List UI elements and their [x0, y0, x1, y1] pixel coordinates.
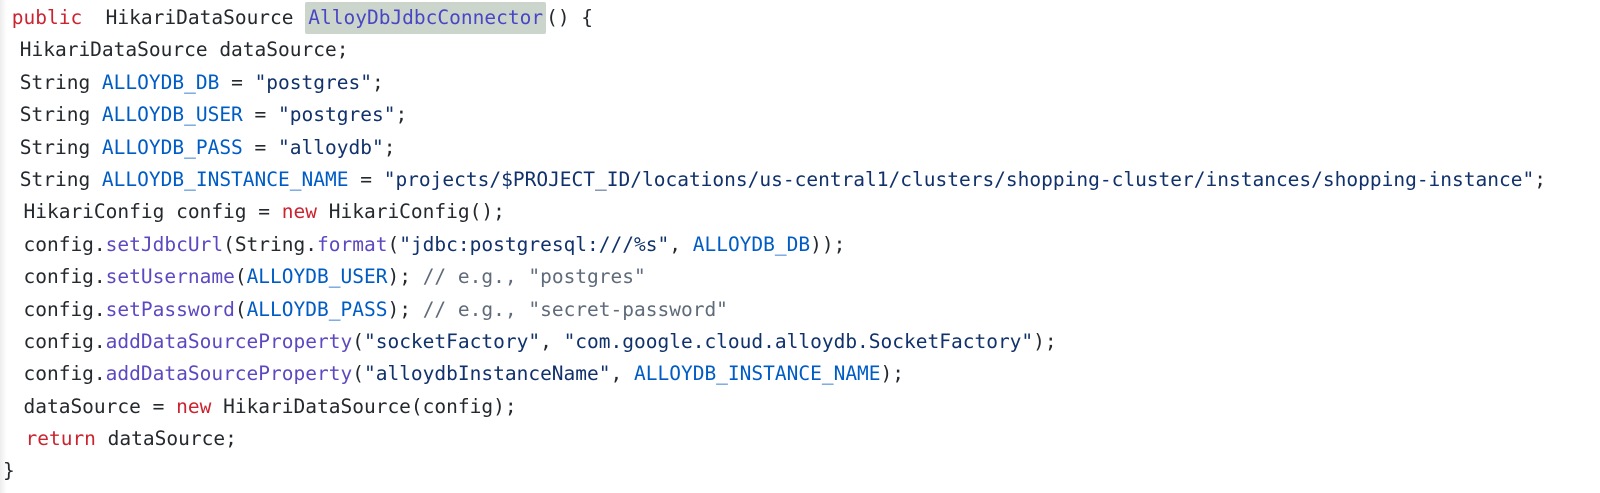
- code-token: // e.g., "postgres": [422, 265, 646, 289]
- code-token: "socketFactory": [363, 329, 541, 353]
- code-token: );: [387, 297, 423, 321]
- code-token: config.: [0, 265, 106, 289]
- code-token: =: [348, 167, 384, 191]
- code-line: dataSource = new HikariDataSource(config…: [0, 391, 1600, 423]
- code-line: config.addDataSourceProperty("socketFact…: [0, 326, 1600, 358]
- code-line: HikariDataSource dataSource;: [0, 34, 1600, 66]
- code-token: "com.google.cloud.alloydb.SocketFactory": [563, 329, 1034, 353]
- code-line: HikariConfig config = new HikariConfig()…: [0, 196, 1600, 228]
- code-token: HikariConfig config =: [0, 200, 282, 224]
- code-token: HikariConfig();: [317, 200, 505, 224]
- code-token: (: [234, 297, 247, 321]
- code-token: config.: [0, 329, 106, 353]
- code-line: String ALLOYDB_PASS = "alloydb";: [0, 132, 1600, 164]
- code-line: String ALLOYDB_USER = "postgres";: [0, 99, 1600, 131]
- code-token: addDataSourceProperty: [105, 362, 353, 386]
- code-token: HikariDataSource: [82, 6, 306, 29]
- code-token: );: [880, 362, 905, 386]
- code-token: (: [234, 265, 247, 289]
- code-token: return: [25, 427, 96, 451]
- code-token: setJdbcUrl: [105, 232, 224, 256]
- code-token: String: [8, 103, 102, 127]
- code-token: ALLOYDB_INSTANCE_NAME: [101, 167, 349, 191]
- code-token: dataSource;: [95, 427, 237, 451]
- code-line: }: [0, 455, 1600, 487]
- code-token: ALLOYDB_USER: [101, 103, 243, 127]
- code-token: format: [317, 232, 388, 256]
- code-token: ));: [810, 232, 846, 256]
- highlighted-method-name: AlloyDbJdbcConnector: [305, 2, 547, 34]
- code-token: "jdbc:postgresql:///%s": [399, 232, 670, 256]
- code-token: addDataSourceProperty: [105, 329, 353, 353]
- code-token: ALLOYDB_PASS: [246, 297, 388, 321]
- code-token: ALLOYDB_PASS: [101, 135, 243, 159]
- code-token: =: [242, 103, 279, 127]
- code-token: (: [352, 329, 364, 353]
- code-token: );: [387, 265, 423, 289]
- code-token: (: [352, 362, 364, 386]
- code-token: ,: [669, 232, 693, 256]
- code-line: config.addDataSourceProperty("alloydbIns…: [0, 358, 1600, 390]
- code-line: config.setJdbcUrl(String.format("jdbc:po…: [0, 229, 1600, 261]
- code-token: config.: [0, 232, 106, 256]
- code-token: "alloydb": [278, 135, 384, 159]
- code-line: public HikariDataSource AlloyDbJdbcConne…: [0, 2, 1600, 34]
- code-token: // e.g., "secret-password": [422, 297, 728, 321]
- code-token: ALLOYDB_USER: [246, 265, 388, 289]
- code-token: ALLOYDB_INSTANCE_NAME: [634, 362, 881, 386]
- code-line: config.setUsername(ALLOYDB_USER); // e.g…: [0, 261, 1600, 293]
- code-token: (String.: [223, 232, 317, 256]
- code-line: String ALLOYDB_DB = "postgres";: [0, 67, 1600, 99]
- code-token: String: [8, 135, 102, 159]
- code-token: ;: [371, 70, 384, 94]
- code-token: "postgres": [278, 103, 396, 127]
- code-token: }: [3, 459, 15, 483]
- code-token: setUsername: [105, 265, 235, 289]
- code-token: ,: [540, 329, 564, 353]
- code-token: ;: [383, 135, 396, 159]
- code-token: String: [8, 70, 102, 94]
- code-token: =: [219, 70, 255, 94]
- code-token: HikariDataSource dataSource;: [8, 38, 349, 62]
- code-token: public: [11, 6, 83, 29]
- code-token: ;: [1534, 167, 1546, 191]
- code-token: (: [387, 232, 400, 256]
- code-line: String ALLOYDB_INSTANCE_NAME = "projects…: [0, 164, 1600, 196]
- code-token: "projects/$PROJECT_ID/locations/us-centr…: [383, 167, 1535, 191]
- code-token: HikariDataSource(config);: [211, 394, 517, 418]
- code-token: dataSource =: [0, 394, 177, 418]
- code-line: config.setPassword(ALLOYDB_PASS); // e.g…: [0, 294, 1600, 326]
- code-token: "postgres": [254, 70, 372, 94]
- code-token: new: [176, 394, 212, 418]
- code-token: [2, 427, 25, 450]
- code-token: ALLOYDB_DB: [101, 70, 220, 94]
- code-token: );: [1033, 329, 1057, 353]
- code-token: config.: [0, 362, 106, 386]
- code-token: "alloydbInstanceName": [363, 362, 611, 386]
- code-line: return dataSource;: [0, 423, 1600, 455]
- code-token: config.: [0, 297, 106, 321]
- code-token: () {: [546, 6, 594, 29]
- code-token: String: [8, 167, 102, 191]
- code-token: ,: [610, 362, 634, 386]
- code-token: =: [242, 135, 279, 159]
- code-token: [0, 6, 12, 29]
- code-token: ALLOYDB_DB: [692, 232, 811, 256]
- code-token: new: [281, 200, 317, 224]
- code-token: setPassword: [105, 297, 235, 321]
- code-token: ;: [395, 103, 408, 127]
